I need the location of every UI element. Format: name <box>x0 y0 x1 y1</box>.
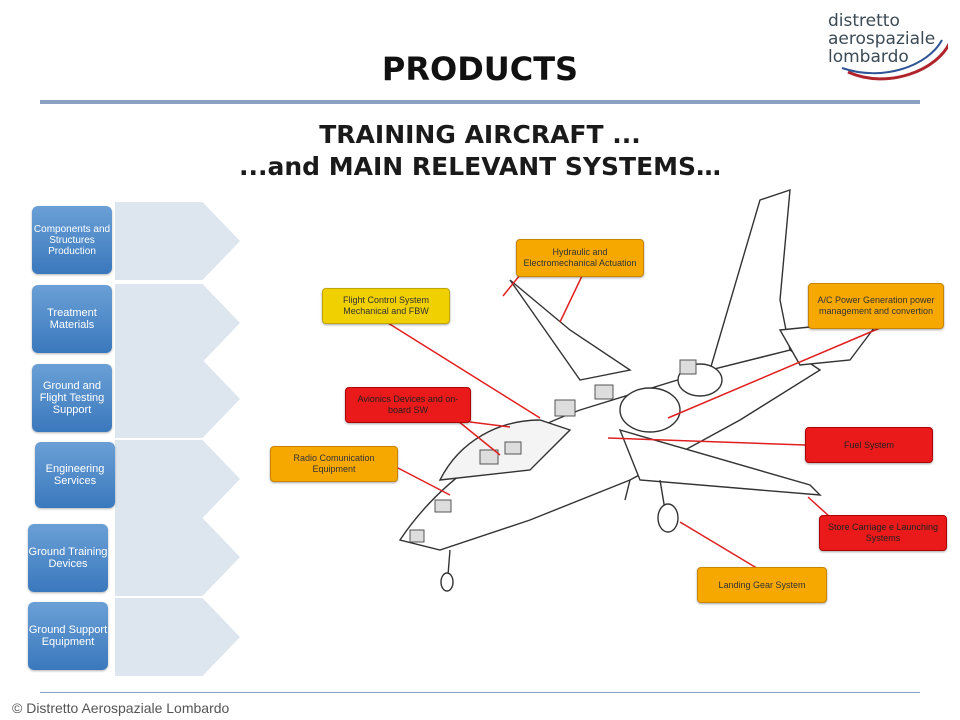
sidebar-item-support-equipment[interactable]: Ground Support Equipment <box>28 602 108 670</box>
sidebar-item-components[interactable]: Components and Structures Production <box>32 206 112 274</box>
subtitle-line-1: TRAINING AIRCRAFT ... <box>319 120 641 149</box>
sidebar-item-training-devices[interactable]: Ground Training Devices <box>28 524 108 592</box>
logo-line-3: lombardo <box>828 47 909 67</box>
sidebar-item-treatment[interactable]: Treatment Materials <box>32 285 112 353</box>
callout-power-generation: A/C Power Generation power management an… <box>808 283 944 329</box>
logo-swoosh <box>841 39 948 81</box>
logo-line-2: aerospaziale <box>828 29 936 49</box>
callout-landing-gear: Landing Gear System <box>697 567 827 603</box>
subtitle-line-2: ...and MAIN RELEVANT SYSTEMS… <box>238 152 722 181</box>
callout-radio-communication: Radio Comunication Equipment <box>270 446 398 482</box>
callout-avionics: Avionics Devices and on-board SW <box>345 387 471 423</box>
sidebar-item-testing[interactable]: Ground and Flight Testing Support <box>32 364 112 432</box>
footer-copyright: © Distretto Aerospaziale Lombardo <box>12 700 230 716</box>
title-divider <box>40 100 920 104</box>
callout-store-carriage: Store Carriage e Launching Systems <box>819 515 947 551</box>
callout-hydraulic-actuation: Hydraulic and Electromechanical Actuatio… <box>516 239 644 277</box>
logo-line-1: distretto <box>828 11 900 31</box>
aircraft-cutaway-drawing <box>398 188 882 592</box>
page-title: PRODUCTS <box>381 50 579 88</box>
callout-fuel-system: Fuel System <box>805 427 933 463</box>
sidebar-item-engineering[interactable]: Engineering Services <box>35 442 115 508</box>
callout-flight-control: Flight Control System Mechanical and FBW <box>322 288 450 324</box>
footer-divider <box>40 692 920 693</box>
district-logo: distretto aerospaziale lombardo <box>828 10 948 90</box>
